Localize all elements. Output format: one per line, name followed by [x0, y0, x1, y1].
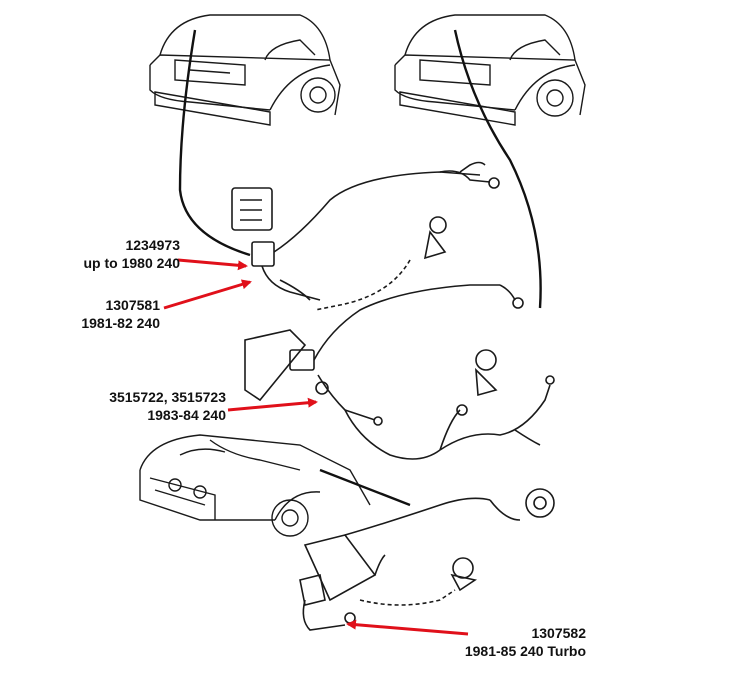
- label-years: 1983-84 240: [147, 407, 226, 423]
- harness-1: [231, 161, 500, 311]
- label-part: 1307582: [531, 625, 586, 641]
- cables: [178, 29, 542, 507]
- label-years: up to 1980 240: [83, 255, 181, 271]
- label-3515722: 3515722, 3515723 1983-84 240: [60, 388, 226, 424]
- car-rear-left: [149, 14, 341, 126]
- arrow-1307581: [163, 279, 252, 310]
- label-1234973: 1234973 up to 1980 240: [50, 236, 181, 272]
- arrow-3515722: [227, 397, 318, 412]
- arrow-1307582: [346, 619, 469, 636]
- label-part: 1307581: [105, 297, 160, 313]
- label-part: 3515722, 3515723: [109, 389, 226, 405]
- label-1307582: 1307582 1981-85 240 Turbo: [440, 624, 586, 660]
- label-part: 1234973: [125, 237, 180, 253]
- arrow-1234973: [177, 258, 248, 271]
- harness-2: [244, 284, 555, 460]
- harness-3: [299, 488, 555, 631]
- label-years: 1981-85 240 Turbo: [464, 643, 586, 659]
- label-1307581: 1307581 1981-82 240: [50, 296, 160, 332]
- car-front: [139, 434, 371, 537]
- callout-arrows: [163, 258, 469, 636]
- label-years: 1981-82 240: [81, 315, 160, 331]
- car-rear-right: [394, 14, 586, 126]
